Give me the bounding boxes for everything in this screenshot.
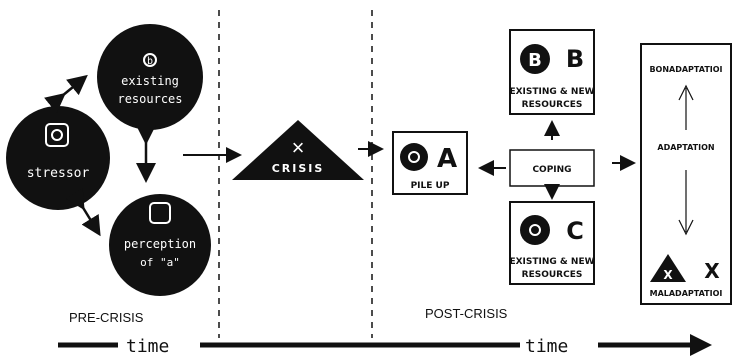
pre-crisis-double-arrows xyxy=(44,74,156,237)
new-resources-box-b: B B EXISTING & NEW RESOURCES xyxy=(509,29,595,115)
c-label-1: EXISTING & NEW xyxy=(509,257,594,267)
maladaptation-label: MALADAPTATIOI xyxy=(650,289,723,298)
perception-label-2: of "a" xyxy=(140,256,180,269)
existing-resources-node: b existing resources xyxy=(97,24,203,130)
c-label-2: RESOURCES xyxy=(522,270,583,280)
stressor-label: stressor xyxy=(27,166,90,181)
crisis-symbol: × xyxy=(292,135,305,160)
time-left-label: time xyxy=(126,336,169,357)
crisis-label: CRISIS xyxy=(272,162,325,175)
bonadaptation-label: BONADAPTATIOI xyxy=(649,65,722,74)
maladaptation-triangle xyxy=(650,254,686,282)
post-crisis-label: POST-CRISIS xyxy=(425,306,508,321)
resources-label-1: existing xyxy=(121,74,179,88)
resources-letter: b xyxy=(147,56,153,67)
perception-node: perception of "a" xyxy=(109,194,211,296)
c-letter: C xyxy=(566,217,584,245)
stressor-node: stressor xyxy=(6,106,110,210)
new-resources-box-c: C EXISTING & NEW RESOURCES xyxy=(509,201,595,285)
pile-up-letter: A xyxy=(437,144,457,174)
coping-arrows xyxy=(478,120,636,200)
maladaptation-x-inverse: X xyxy=(663,268,673,282)
time-arrowhead xyxy=(690,334,712,356)
coping-box: COPING xyxy=(509,149,595,187)
b-label-1: EXISTING & NEW xyxy=(509,87,594,97)
b-letter-inverse: B xyxy=(528,50,542,71)
pre-crisis-label: PRE-CRISIS xyxy=(69,310,144,325)
crisis-node: × CRISIS xyxy=(232,120,364,180)
pile-up-label: PILE UP xyxy=(411,181,450,191)
adaptation-box: BONADAPTATIOI ADAPTATION X X MALADAPTATI… xyxy=(640,43,732,305)
maladaptation-x: X xyxy=(704,259,720,283)
adaptation-label: ADAPTATION xyxy=(657,143,714,152)
pile-up-box: A PILE UP xyxy=(392,131,468,195)
resources-label-2: resources xyxy=(117,92,182,106)
b-letter: B xyxy=(566,45,584,73)
perception-label-1: perception xyxy=(124,237,196,251)
b-label-2: RESOURCES xyxy=(522,100,583,110)
time-right-label: time xyxy=(525,336,568,357)
time-axis: time time xyxy=(58,334,712,357)
coping-label: COPING xyxy=(532,165,571,175)
